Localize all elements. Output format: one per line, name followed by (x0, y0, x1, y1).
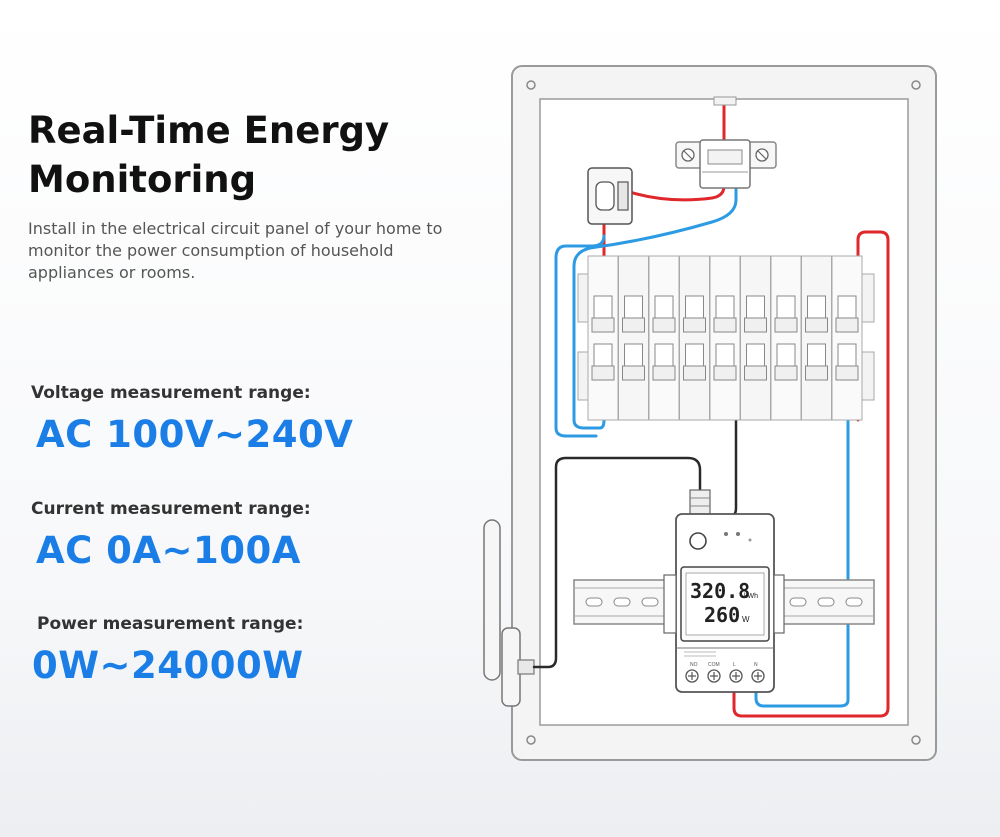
breaker-module (679, 255, 710, 421)
power-unit: W (742, 615, 750, 624)
current-range-label: Current measurement range: (31, 499, 311, 519)
panel-screw-icon (911, 80, 921, 90)
energy-reading: 320.8 (690, 579, 750, 603)
current-range-value: AC 0A~100A (36, 529, 301, 572)
terminal-screw-icon (685, 669, 699, 683)
breaker-module (709, 255, 741, 421)
breaker-module (618, 255, 649, 421)
energy-unit: kWh (744, 593, 758, 600)
supply-connector (675, 96, 777, 189)
circuit-breakers (577, 255, 875, 421)
title-line-1: Real-Time Energy (28, 109, 390, 152)
description: Install in the electrical circuit panel … (28, 219, 443, 282)
breaker-module (770, 255, 802, 421)
antenna-connector-icon (689, 489, 711, 517)
page-title: Real-Time Energy Monitoring (28, 106, 468, 204)
terminal-label-n: N (754, 662, 758, 668)
breaker-module (587, 255, 619, 421)
status-led-icon (724, 532, 728, 536)
breaker-module (648, 255, 680, 421)
title-line-2: Monitoring (28, 158, 257, 201)
voltage-range-value: AC 100V~240V (36, 413, 354, 456)
antenna-icon (483, 519, 535, 707)
breaker-module (740, 255, 771, 421)
energy-meter-device: 320.8 kWh 260 W NO COM L N (663, 489, 785, 693)
terminal-label-l: L (733, 662, 736, 668)
panel-screw-icon (911, 735, 921, 745)
terminal-screw-icon (729, 669, 743, 683)
terminal-screw-icon (707, 669, 721, 683)
panel-screw-icon (526, 735, 536, 745)
status-led-icon (748, 538, 752, 542)
power-reading: 260 (704, 603, 740, 627)
panel-screw-icon (526, 80, 536, 90)
terminal-screw-icon (751, 669, 765, 683)
terminal-label-com: COM (708, 662, 720, 668)
current-clamp-icon (587, 167, 633, 225)
terminal-label-no: NO (690, 662, 698, 668)
breaker-module (801, 255, 832, 421)
power-range-value: 0W~24000W (32, 644, 304, 687)
breaker-module (831, 255, 863, 421)
power-range-label: Power measurement range: (37, 614, 304, 634)
power-button-icon (689, 532, 707, 550)
voltage-range-label: Voltage measurement range: (31, 383, 311, 403)
wifi-led-icon (736, 532, 740, 536)
